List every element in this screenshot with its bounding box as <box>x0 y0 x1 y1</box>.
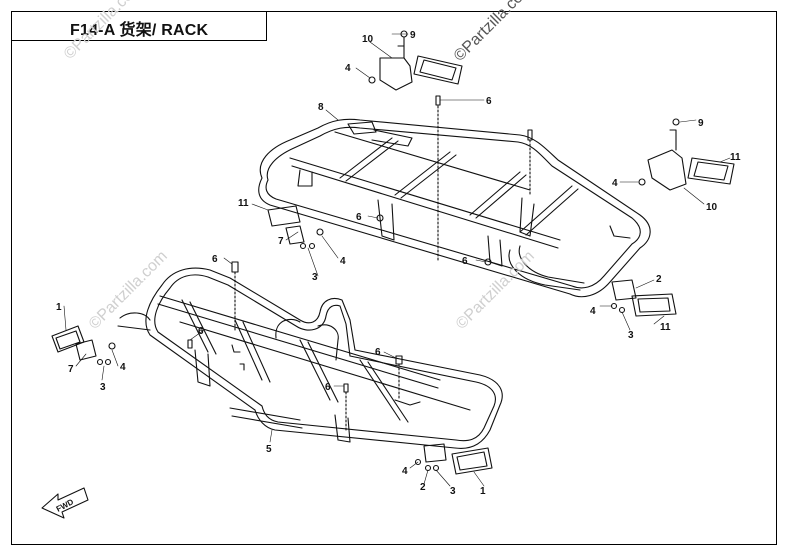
front-bolts <box>187 261 403 431</box>
callout-6: 6 <box>462 256 468 267</box>
front-rack-frame <box>117 267 503 449</box>
callout-1: 1 <box>480 486 486 497</box>
callout-10: 10 <box>362 34 374 45</box>
callout-4: 4 <box>345 63 351 74</box>
callout-10: 10 <box>706 202 718 213</box>
forward-direction-arrow <box>41 487 89 519</box>
front-right-reflector-assembly <box>414 443 493 475</box>
title-block <box>11 11 267 41</box>
watermark-top-left: ©Partzilla.com <box>61 0 146 63</box>
callout-9: 9 <box>698 118 704 129</box>
callout-5: 5 <box>266 444 272 455</box>
callout-11: 11 <box>660 322 671 333</box>
callout-6: 6 <box>375 347 381 358</box>
callout-4: 4 <box>612 178 618 189</box>
rear-right-bracket-assembly <box>638 118 735 191</box>
callout-4: 4 <box>120 362 126 373</box>
callout-7: 7 <box>278 236 284 247</box>
callout-6: 6 <box>356 212 362 223</box>
watermark-top-right: ©Partzilla.com <box>451 0 536 65</box>
callout-3: 3 <box>312 272 318 283</box>
rear-side-reflector-left <box>267 205 492 266</box>
callout-9: 9 <box>410 30 416 41</box>
rear-side-reflector-right <box>610 279 677 317</box>
callout-4: 4 <box>590 306 596 317</box>
callout-3: 3 <box>100 382 106 393</box>
callout-3: 3 <box>450 486 456 497</box>
callout-4: 4 <box>402 466 408 477</box>
rear-rack-frame <box>258 118 651 298</box>
front-left-reflector-assembly <box>51 325 116 366</box>
callout-6: 6 <box>198 326 204 337</box>
drawing-frame <box>11 11 777 545</box>
callout-7: 7 <box>68 364 74 375</box>
callout-4: 4 <box>340 256 346 267</box>
callout-2: 2 <box>656 274 662 285</box>
callout-11: 11 <box>238 198 249 209</box>
callout-2: 2 <box>420 482 426 493</box>
callout-11: 11 <box>730 152 741 163</box>
page-title: F14-A 货架/ RACK <box>70 22 209 39</box>
callout-1: 1 <box>56 302 62 313</box>
callout-6: 6 <box>486 96 492 107</box>
callout-6: 6 <box>212 254 218 265</box>
callout-6: 6 <box>325 382 331 393</box>
callout-8: 8 <box>318 102 324 113</box>
callout-3: 3 <box>628 330 634 341</box>
rear-left-bracket-assembly <box>368 30 533 261</box>
callout-leaders <box>63 33 731 487</box>
